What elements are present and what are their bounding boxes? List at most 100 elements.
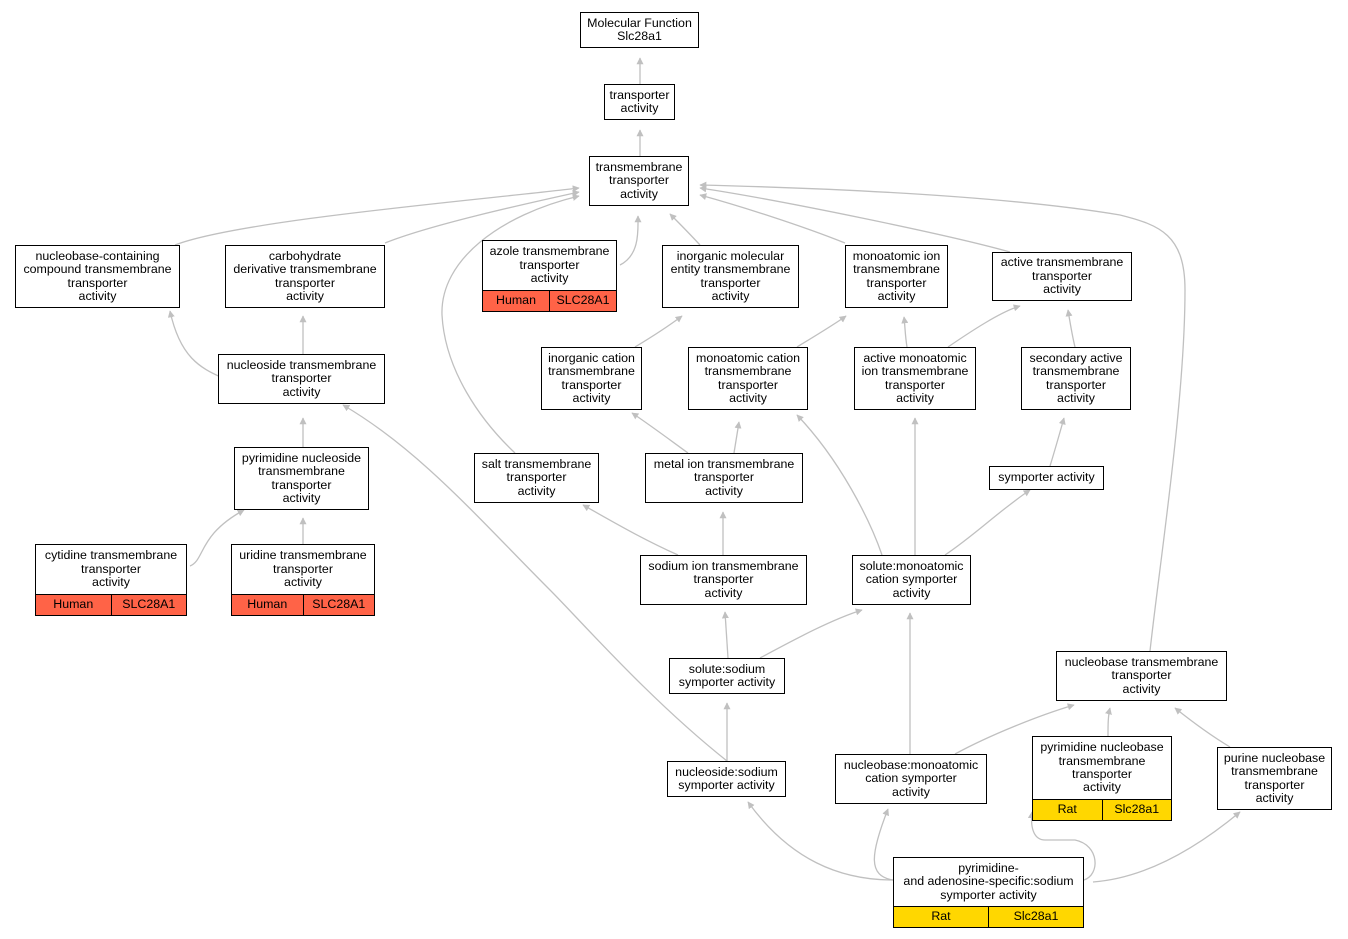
node-label: cytidine transmembrane transporter activ… bbox=[44, 548, 178, 590]
edge-arrow bbox=[873, 808, 894, 881]
edge-arrow bbox=[189, 509, 245, 567]
annotation-tags: Rat Slc28a1 bbox=[894, 906, 1083, 927]
node-label: nucleoside:sodium symporter activity bbox=[675, 764, 778, 792]
gene-tag: SLC28A1 bbox=[302, 595, 374, 615]
node-monoatomic-ion[interactable]: monoatomic ion transmembrane transporter… bbox=[845, 245, 948, 308]
node-secondary-active[interactable]: secondary active transmembrane transport… bbox=[1021, 347, 1131, 410]
annotation-tags: Rat Slc28a1 bbox=[1033, 799, 1171, 820]
species-tag: Human bbox=[483, 291, 549, 311]
node-solute-monoatomic-cation-symporter[interactable]: solute:monoatomic cation symporter activ… bbox=[852, 555, 971, 605]
node-cytidine-transmembrane[interactable]: cytidine transmembrane transporter activ… bbox=[35, 544, 187, 616]
node-monoatomic-cation[interactable]: monoatomic cation transmembrane transpor… bbox=[688, 347, 808, 410]
node-sodium-ion[interactable]: sodium ion transmembrane transporter act… bbox=[640, 555, 807, 605]
node-nucleobase-containing-compound[interactable]: nucleobase-containing compound transmemb… bbox=[15, 245, 180, 308]
node-transmembrane-transporter-activity[interactable]: transmembrane transporter activity bbox=[589, 156, 689, 206]
species-tag: Rat bbox=[894, 907, 988, 927]
node-label: azole transmembrane transporter activity bbox=[489, 244, 610, 286]
node-label: pyrimidine nucleobase transmembrane tran… bbox=[1040, 740, 1164, 795]
node-label: monoatomic ion transmembrane transporter… bbox=[852, 248, 941, 303]
edge-arrow bbox=[796, 315, 847, 348]
edge-arrow bbox=[634, 315, 683, 348]
node-purine-nucleobase[interactable]: purine nucleobase transmembrane transpor… bbox=[1217, 747, 1332, 810]
node-label: pyrimidine nucleoside transmembrane tran… bbox=[241, 450, 362, 505]
node-pyrimidine-nucleoside[interactable]: pyrimidine nucleoside transmembrane tran… bbox=[234, 447, 369, 510]
node-label: inorganic molecular entity transmembrane… bbox=[670, 248, 791, 303]
node-label: solute:sodium symporter activity bbox=[678, 661, 776, 689]
edge-arrow bbox=[759, 608, 863, 659]
node-pyrimidine-adenosine-sodium-symporter[interactable]: pyrimidine- and adenosine-specific:sodiu… bbox=[893, 857, 1084, 928]
node-azole-transmembrane[interactable]: azole transmembrane transporter activity… bbox=[482, 240, 617, 312]
edge-arrow bbox=[747, 801, 894, 881]
node-inorganic-molecular-entity[interactable]: inorganic molecular entity transmembrane… bbox=[662, 245, 799, 308]
node-carbohydrate-derivative[interactable]: carbohydrate derivative transmembrane tr… bbox=[225, 245, 385, 308]
edge-arrow bbox=[167, 310, 224, 379]
edge-arrow bbox=[441, 194, 580, 454]
annotation-tags: Human SLC28A1 bbox=[36, 594, 186, 615]
edge-arrow bbox=[1049, 417, 1066, 467]
node-label: secondary active transmembrane transport… bbox=[1029, 350, 1123, 405]
node-label: nucleoside transmembrane transporter act… bbox=[226, 357, 377, 399]
node-nucleobase-transmembrane[interactable]: nucleobase transmembrane transporter act… bbox=[1056, 651, 1227, 701]
node-label: transporter activity bbox=[609, 87, 670, 115]
gene-tag: SLC28A1 bbox=[549, 291, 616, 311]
edge-arrow bbox=[1105, 707, 1112, 737]
edge-arrow bbox=[733, 421, 742, 454]
node-label: nucleobase:monoatomic cation symporter a… bbox=[843, 757, 979, 799]
node-label: nucleobase transmembrane transporter act… bbox=[1064, 654, 1219, 696]
edge-arrow bbox=[1065, 309, 1076, 348]
edge-arrow bbox=[1027, 811, 1096, 881]
species-tag: Rat bbox=[1033, 800, 1102, 820]
annotation-tags: Human SLC28A1 bbox=[483, 290, 616, 311]
node-nucleoside-sodium-symporter[interactable]: nucleoside:sodium symporter activity bbox=[667, 761, 786, 797]
node-active-transmembrane[interactable]: active transmembrane transporter activit… bbox=[992, 252, 1132, 301]
node-label: monoatomic cation transmembrane transpor… bbox=[696, 350, 800, 405]
gene-tag: Slc28a1 bbox=[1101, 800, 1171, 820]
edge-arrow bbox=[1174, 707, 1231, 748]
node-nucleobase-monoatomic-cation-symporter[interactable]: nucleobase:monoatomic cation symporter a… bbox=[835, 754, 987, 804]
edge-arrow bbox=[699, 181, 1186, 652]
edge-arrow bbox=[721, 611, 729, 659]
edge-arrow bbox=[699, 185, 1011, 253]
node-label: Molecular Function Slc28a1 bbox=[587, 15, 692, 43]
annotation-tags: Human SLC28A1 bbox=[232, 594, 374, 615]
node-salt-transmembrane[interactable]: salt transmembrane transporter activity bbox=[474, 453, 599, 503]
edge-arrow bbox=[342, 404, 728, 762]
edge-arrow bbox=[669, 213, 701, 246]
edge-arrow bbox=[947, 304, 1021, 348]
edge-arrow bbox=[631, 412, 689, 454]
node-transporter-activity[interactable]: transporter activity bbox=[604, 84, 675, 120]
node-symporter-activity[interactable]: symporter activity bbox=[989, 466, 1104, 490]
node-pyrimidine-nucleobase[interactable]: pyrimidine nucleobase transmembrane tran… bbox=[1032, 736, 1172, 821]
node-label: active transmembrane transporter activit… bbox=[1000, 255, 1124, 297]
node-label: symporter activity bbox=[998, 470, 1095, 485]
species-tag: Human bbox=[36, 595, 111, 615]
edge-arrow bbox=[699, 193, 846, 244]
node-solute-sodium-symporter[interactable]: solute:sodium symporter activity bbox=[669, 658, 785, 694]
node-label: salt transmembrane transporter activity bbox=[481, 456, 592, 498]
edge-arrow bbox=[1092, 811, 1241, 883]
node-inorganic-cation[interactable]: inorganic cation transmembrane transport… bbox=[541, 347, 642, 410]
node-label: sodium ion transmembrane transporter act… bbox=[648, 558, 799, 600]
node-label: solute:monoatomic cation symporter activ… bbox=[859, 558, 964, 600]
node-metal-ion[interactable]: metal ion transmembrane transporter acti… bbox=[645, 453, 803, 503]
edge-arrow bbox=[954, 703, 1075, 755]
edge-arrow bbox=[944, 489, 1031, 556]
node-label: pyrimidine- and adenosine-specific:sodiu… bbox=[903, 860, 1074, 902]
node-label: nucleobase-containing compound transmemb… bbox=[23, 248, 172, 303]
node-uridine-transmembrane[interactable]: uridine transmembrane transporter activi… bbox=[231, 544, 375, 616]
node-molecular-function[interactable]: Molecular Function Slc28a1 bbox=[580, 12, 699, 48]
node-nucleoside-transmembrane[interactable]: nucleoside transmembrane transporter act… bbox=[218, 354, 385, 404]
species-tag: Human bbox=[232, 595, 303, 615]
node-label: metal ion transmembrane transporter acti… bbox=[653, 456, 795, 498]
gene-tag: Slc28a1 bbox=[988, 907, 1083, 927]
node-label: carbohydrate derivative transmembrane tr… bbox=[233, 248, 377, 303]
edge-arrow bbox=[796, 414, 883, 556]
node-label: uridine transmembrane transporter activi… bbox=[239, 548, 367, 590]
node-active-monoatomic-ion[interactable]: active monoatomic ion transmembrane tran… bbox=[854, 347, 976, 410]
node-label: inorganic cation transmembrane transport… bbox=[548, 350, 635, 405]
node-label: purine nucleobase transmembrane transpor… bbox=[1223, 750, 1326, 805]
edge-arrow bbox=[384, 189, 580, 244]
node-label: active monoatomic ion transmembrane tran… bbox=[861, 350, 969, 405]
edge-arrow bbox=[174, 185, 580, 246]
